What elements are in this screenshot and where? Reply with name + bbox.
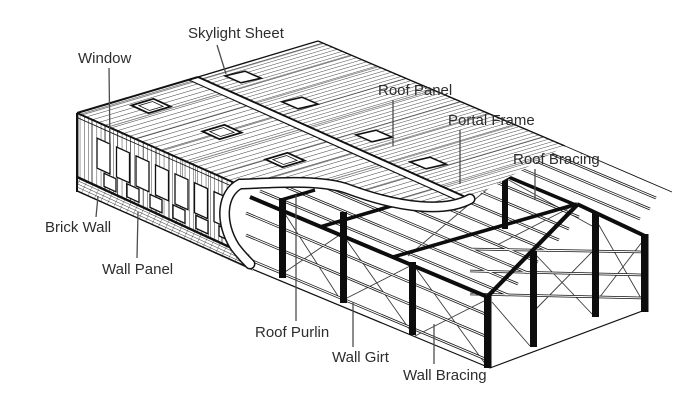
skylight-sheets-far <box>222 70 449 170</box>
steel-skeleton <box>245 81 657 369</box>
leader-brick-wall <box>95 195 99 218</box>
ground-edge <box>251 268 646 369</box>
peel-curl-ribbon <box>219 176 476 270</box>
leader-window <box>108 67 111 146</box>
label-wall-girt: Wall Girt <box>332 349 390 366</box>
ridge-strip <box>189 77 470 202</box>
label-window: Window <box>78 50 132 67</box>
columns <box>279 198 649 368</box>
windows <box>96 137 232 243</box>
building-edges <box>76 40 673 270</box>
skylight-sheets-near <box>128 97 308 169</box>
label-skylight-sheet: Skylight Sheet <box>188 25 285 42</box>
label-wall-bracing: Wall Bracing <box>403 367 487 384</box>
label-roof-bracing: Roof Bracing <box>513 151 600 168</box>
ridge-line <box>197 76 471 200</box>
label-brick-wall: Brick Wall <box>45 219 111 236</box>
leader-lines <box>95 44 536 364</box>
leader-skylight-sheet <box>216 44 227 75</box>
label-portal-frame: Portal Frame <box>448 112 535 129</box>
ridge-strip-edge <box>188 79 462 203</box>
label-wall-panel: Wall Panel <box>102 261 173 278</box>
label-roof-panel: Roof Panel <box>378 82 452 99</box>
leader-wall-panel <box>136 211 139 259</box>
label-roof-purlin: Roof Purlin <box>255 324 329 341</box>
